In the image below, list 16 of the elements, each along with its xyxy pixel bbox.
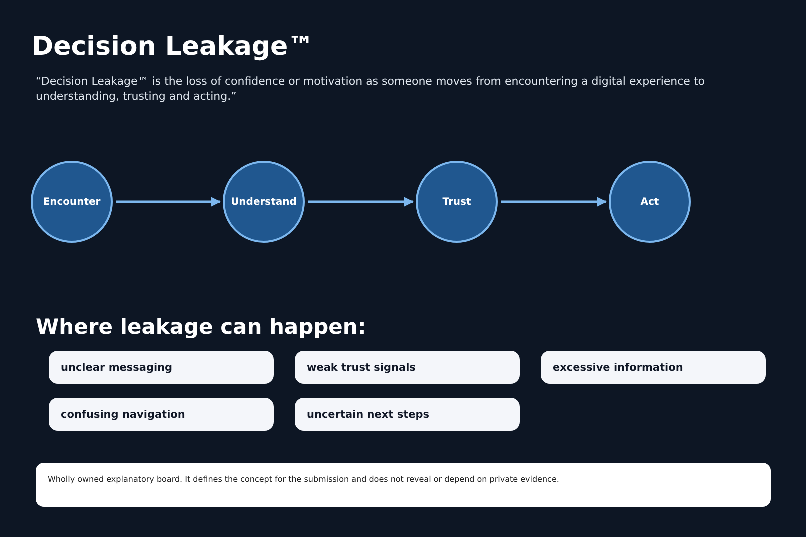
arrow: [308, 197, 414, 207]
stage-circle: Trust: [416, 161, 498, 243]
leakage-card: confusing navigation: [49, 398, 274, 431]
arrow: [116, 197, 221, 207]
note-box: Wholly owned explanatory board. It defines the concept for the submission and does not reveal or depend on private evidence.: [36, 463, 771, 507]
leakage-card: uncertain next steps: [295, 398, 520, 431]
stage-circle: Understand: [223, 161, 305, 243]
stage-circle: Encounter: [31, 161, 113, 243]
stage-circle: Act: [609, 161, 691, 243]
section-heading: Where leakage can happen:: [36, 314, 366, 341]
description-text: “Decision Leakage™ is the loss of confidence or motivation as someone moves from encountering a digital experience to understanding, trusting and acting.”: [36, 75, 706, 105]
leakage-card: excessive information: [541, 351, 766, 384]
leakage-card: unclear messaging: [49, 351, 274, 384]
title: Decision Leakage™: [32, 31, 314, 64]
arrow: [501, 197, 607, 207]
leakage-card: weak trust signals: [295, 351, 520, 384]
